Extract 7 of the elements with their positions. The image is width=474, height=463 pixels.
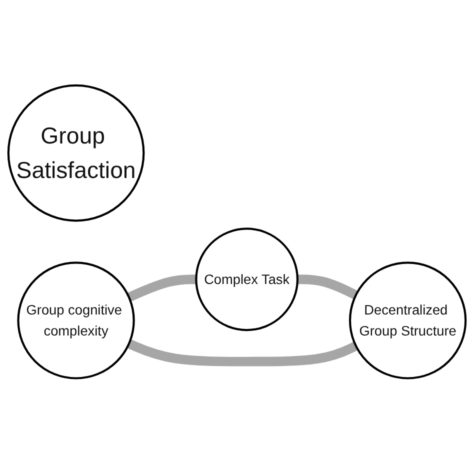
node-circle: Group Satisfaction	[7, 84, 145, 222]
connector	[127, 338, 358, 366]
node-circle: Decentralized Group Structure	[348, 261, 467, 379]
node-circle: Complex Task	[195, 227, 299, 331]
node-circle: Group cognitive complexity	[17, 261, 135, 379]
connector	[297, 274, 358, 299]
connector	[127, 274, 197, 302]
